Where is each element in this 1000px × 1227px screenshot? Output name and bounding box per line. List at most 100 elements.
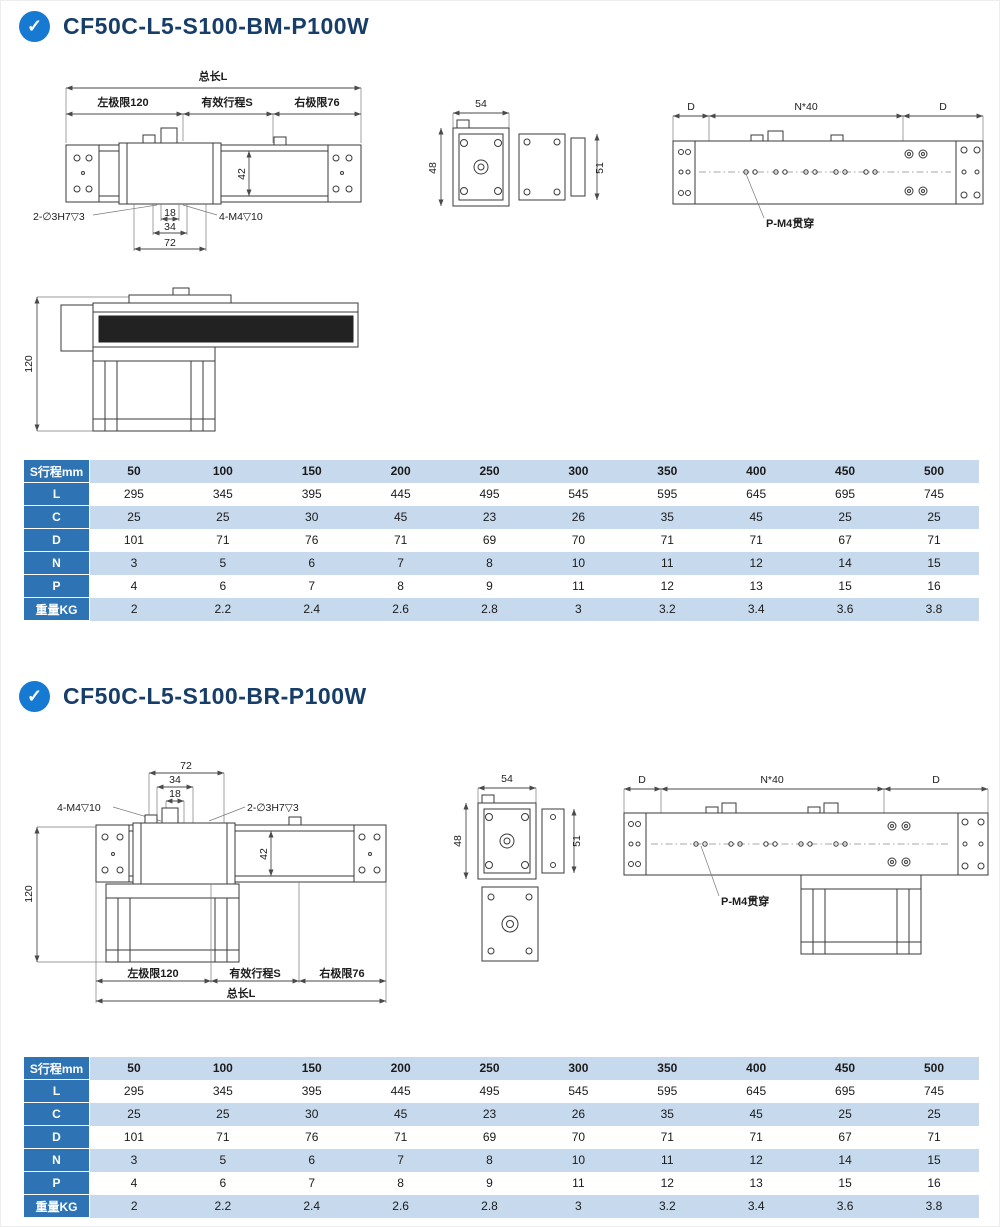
dim-48: 48 [427, 162, 439, 174]
rail-top [623, 802, 989, 876]
spec-table-br: S行程mm 50 100 150 200 250 300 350 400 450… [23, 1056, 979, 1218]
row-label: P [23, 1171, 90, 1195]
row-label: L [23, 482, 90, 506]
cross-section [452, 119, 586, 207]
dim-42: 42 [258, 848, 270, 860]
dim-d-right: D [932, 774, 940, 786]
cell: 8 [356, 1171, 446, 1195]
dim-rail-height: 42 [258, 831, 274, 876]
row-label: N [23, 1148, 90, 1172]
check-icon: ✓ [19, 11, 50, 42]
cell: 100 [178, 459, 268, 483]
table-row: P 4 6 7 8 9 11 12 13 15 16 [23, 1171, 979, 1195]
cell: 450 [800, 459, 890, 483]
cell: 50 [89, 459, 179, 483]
row-label: C [23, 1102, 90, 1126]
cell: 445 [356, 482, 446, 506]
cell: 11 [622, 551, 712, 575]
cell: 3.6 [800, 597, 890, 621]
dimension-lines: 120 [23, 296, 135, 432]
pin-hole-note: 2-∅3H7▽3 [33, 211, 85, 223]
tap-hole-note: 4-M4▽10 [219, 211, 263, 223]
cell: 14 [800, 1148, 890, 1172]
cell: 295 [89, 1079, 179, 1103]
row-label: N [23, 551, 90, 575]
cell: 8 [445, 1148, 534, 1172]
pm4-callout: P-M4贯穿 [700, 845, 769, 908]
cell: 30 [267, 505, 357, 529]
cross-section [477, 794, 565, 880]
side-view-drawing-br: 54 48 51 [452, 773, 583, 962]
cell: 69 [445, 1125, 534, 1149]
bottom-dimensions: 左极限120 有效行程S 右极限76 总长L [95, 882, 387, 1004]
cell: 71 [711, 528, 801, 552]
cell: 12 [711, 1148, 801, 1172]
pin-hole-note: 2-∅3H7▽3 [247, 802, 299, 814]
cell: 2.4 [267, 597, 357, 621]
section-header-br: ✓ CF50C-L5-S100-BR-P100W [19, 681, 367, 712]
cell: 3.8 [889, 1194, 979, 1218]
cell: 70 [533, 1125, 623, 1149]
cell: 250 [445, 459, 534, 483]
cell: 16 [889, 574, 979, 598]
cell: 101 [89, 1125, 179, 1149]
tap-hole-note: 4-M4▽10 [57, 802, 101, 814]
dimension-lines: 54 48 51 [452, 773, 583, 879]
cell: 13 [711, 1171, 801, 1195]
cell: 295 [89, 482, 179, 506]
cell: 15 [800, 1171, 890, 1195]
cell: 395 [267, 1079, 357, 1103]
cell: 6 [267, 551, 357, 575]
dim-42: 42 [236, 168, 248, 180]
cell: 8 [445, 551, 534, 575]
cell: 7 [267, 574, 357, 598]
cell: 545 [533, 1079, 623, 1103]
dim-stroke: 有效行程S [229, 966, 280, 980]
cell: 10 [533, 551, 623, 575]
cell: 250 [445, 1056, 534, 1080]
cell: 695 [800, 1079, 890, 1103]
dim-d-right: D [939, 101, 947, 113]
dim-54: 54 [501, 773, 513, 785]
cell: 6 [267, 1148, 357, 1172]
table-row: C 25 25 30 45 23 26 35 45 25 25 [23, 505, 979, 529]
section-header-bm: ✓ CF50C-L5-S100-BM-P100W [19, 11, 369, 42]
dimension-lines: 54 48 51 [427, 98, 606, 206]
cell: 69 [445, 528, 534, 552]
table-row: P 4 6 7 8 9 11 12 13 15 16 [23, 574, 979, 598]
table-header-row: S行程mm 50 100 150 200 250 300 350 400 450… [23, 1056, 979, 1080]
cell: 2.8 [445, 1194, 534, 1218]
cell: 26 [533, 1102, 623, 1126]
table-row: C 25 25 30 45 23 26 35 45 25 25 [23, 1102, 979, 1126]
table-row: N 3 5 6 7 8 10 11 12 14 15 [23, 551, 979, 575]
table-row: 重量KG 2 2.2 2.4 2.6 2.8 3 3.2 3.4 3.6 3.8 [23, 597, 979, 621]
cell: 13 [711, 574, 801, 598]
cell: 45 [711, 1102, 801, 1126]
dim-total-length: 总长L [199, 69, 228, 83]
cell: 12 [622, 574, 712, 598]
dim-120: 120 [23, 355, 35, 373]
dim-left-limit: 左极限120 [126, 966, 178, 980]
cell: 15 [800, 574, 890, 598]
cell: 495 [445, 1079, 534, 1103]
dim-total-length: 总长L [227, 986, 256, 1000]
cell: 25 [89, 505, 179, 529]
cell: 645 [711, 482, 801, 506]
top-view-drawing-bm: D N*40 D [672, 101, 984, 230]
top-view-drawing-br: D N*40 D [623, 774, 989, 955]
dim-d-left: D [638, 774, 646, 786]
dim-left-limit: 左极限120 [96, 95, 148, 109]
cell: 76 [267, 528, 357, 552]
cell: 500 [889, 459, 979, 483]
dim-120: 120 [23, 885, 35, 903]
cell: 745 [889, 1079, 979, 1103]
row-label: P [23, 574, 90, 598]
cell: 45 [356, 1102, 446, 1126]
cell: 25 [89, 1102, 179, 1126]
cell: 7 [356, 1148, 446, 1172]
cell: 2.4 [267, 1194, 357, 1218]
cell: 70 [533, 528, 623, 552]
row-label: C [23, 505, 90, 529]
cell: 7 [356, 551, 446, 575]
rail-top [672, 130, 984, 205]
